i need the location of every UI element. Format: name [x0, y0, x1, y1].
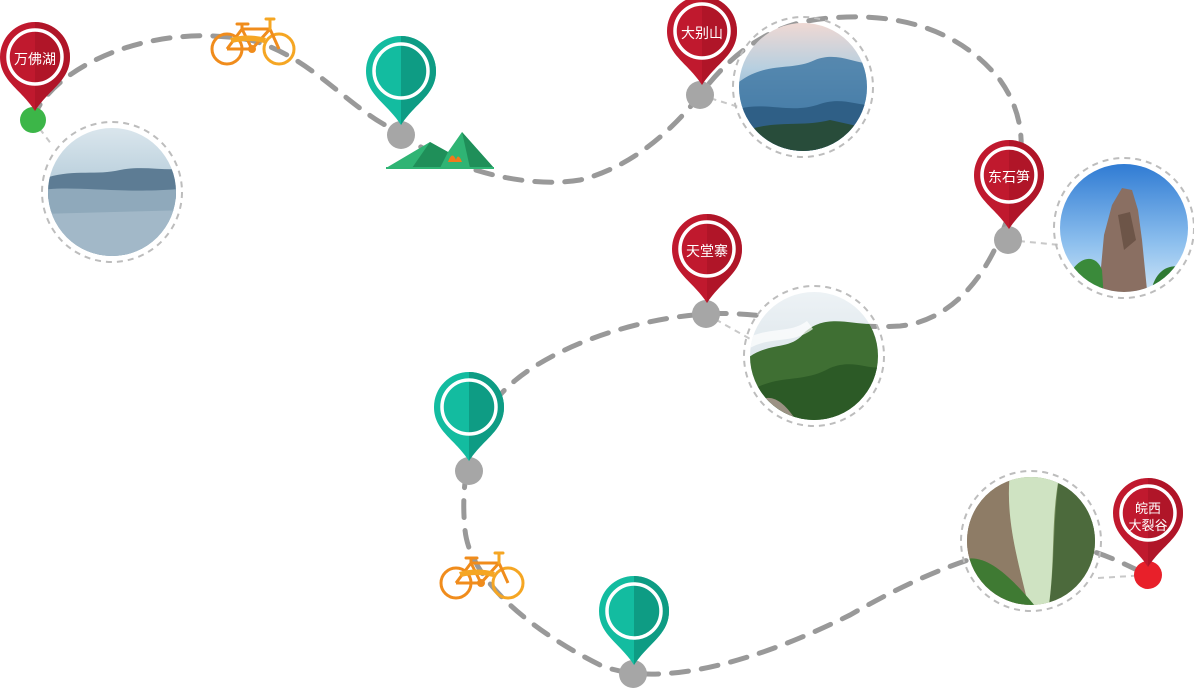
- route-dot: [686, 81, 714, 109]
- photo-dongshisun: [1053, 157, 1194, 299]
- stop-wanxi-daliegu[interactable]: 皖西 大裂谷: [1113, 478, 1183, 568]
- stop-dabieshan[interactable]: 大别山: [667, 0, 737, 86]
- stop-label-line-1: 皖西: [1135, 502, 1161, 517]
- route-dot: [455, 457, 483, 485]
- route-dot: [994, 226, 1022, 254]
- stop-label: 万佛湖: [14, 52, 56, 68]
- route-dot: [387, 121, 415, 149]
- end-dot: [1134, 561, 1162, 589]
- route-dot: [619, 660, 647, 688]
- waypoint-pin-icon: [366, 36, 436, 126]
- route-dots: [20, 81, 1162, 688]
- photo-wanxi-daliegu: [960, 470, 1102, 612]
- photo-dabieshan: [732, 16, 874, 158]
- stop-wanfohu[interactable]: 万佛湖: [0, 22, 70, 112]
- location-pin-icon: [667, 0, 737, 86]
- stop-label-line-2: 大裂谷: [1128, 519, 1167, 534]
- stop-label: 东石笋: [988, 169, 1030, 186]
- photo-wanfohu: [41, 121, 183, 263]
- stop-dongshisun[interactable]: 东石笋: [974, 140, 1044, 230]
- start-dot: [20, 107, 46, 133]
- stop-label: 大别山: [681, 26, 723, 42]
- mountain-icon: [386, 132, 494, 169]
- waypoint-pin-icon: [599, 576, 669, 666]
- photo-tiantangzhai: [743, 285, 885, 427]
- stop-label: 天堂寨: [686, 243, 728, 260]
- route-dot: [692, 300, 720, 328]
- waypoint-pin-icon: [434, 372, 504, 462]
- stop-tiantangzhai[interactable]: 天堂寨: [672, 214, 742, 304]
